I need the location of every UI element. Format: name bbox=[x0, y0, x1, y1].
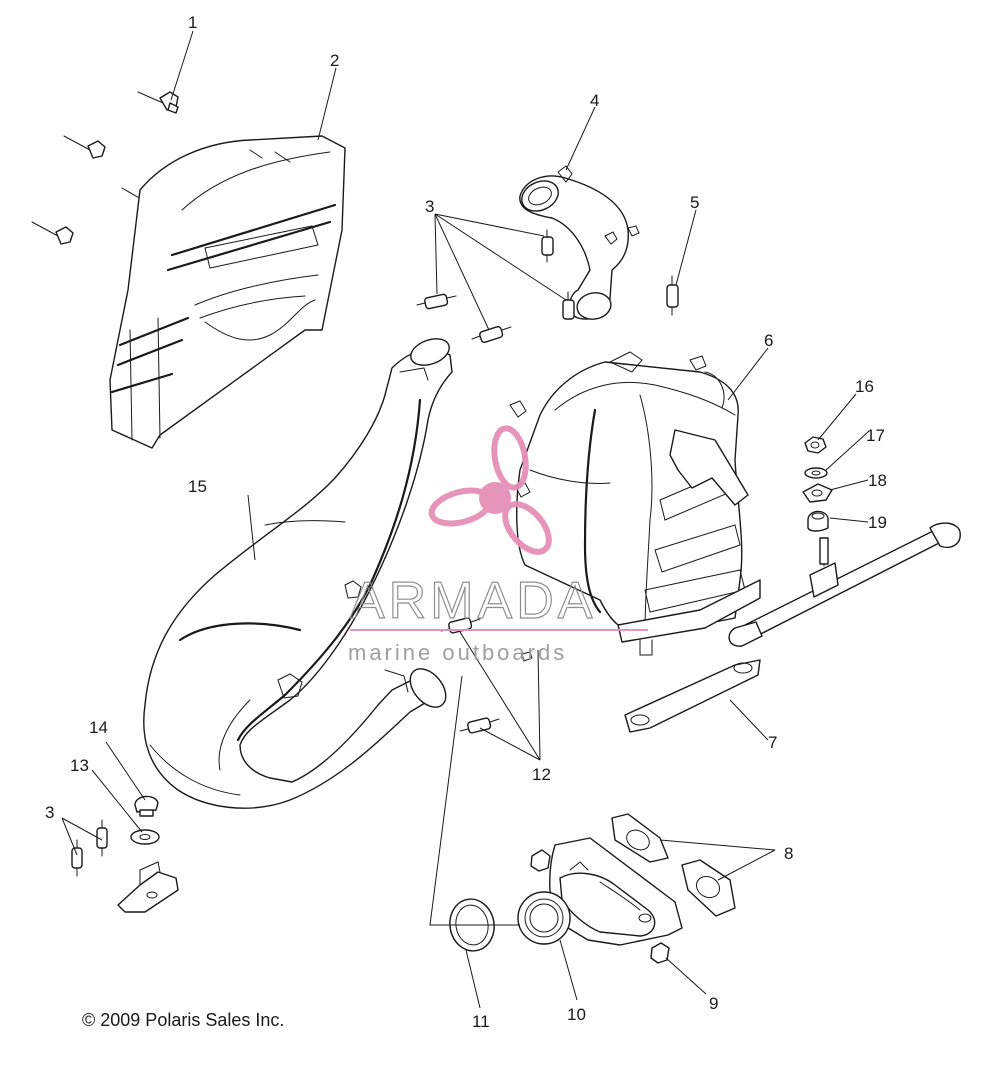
callout-19: 19 bbox=[868, 513, 887, 532]
spring-part-3-top bbox=[416, 229, 575, 344]
washer-part-13 bbox=[130, 829, 160, 845]
callout-13: 13 bbox=[70, 756, 89, 775]
callout-3-top: 3 bbox=[425, 197, 434, 216]
grommet-part-19 bbox=[807, 510, 829, 532]
plug-part-14 bbox=[134, 795, 159, 817]
callout-9: 9 bbox=[709, 994, 718, 1013]
spring-part-12 bbox=[440, 617, 533, 734]
spring-part-5 bbox=[666, 275, 679, 316]
mount-bracket-bottom-left bbox=[117, 861, 179, 913]
armada-watermark-logo: ARMADA marine outboards bbox=[348, 425, 648, 665]
callout-18: 18 bbox=[868, 471, 887, 490]
leader-lines bbox=[61, 30, 869, 1009]
watermark-brand: ARMADA bbox=[350, 572, 596, 630]
copyright-notice: © 2009 Polaris Sales Inc. bbox=[82, 1010, 284, 1030]
callout-5: 5 bbox=[690, 193, 699, 212]
callout-14: 14 bbox=[89, 718, 108, 737]
support-bar bbox=[728, 522, 961, 647]
callout-11: 11 bbox=[472, 1012, 490, 1031]
expansion-pipe-part-15 bbox=[143, 338, 453, 809]
callout-4: 4 bbox=[590, 91, 599, 110]
tail-pipe-part-4 bbox=[519, 165, 640, 320]
exhaust-manifold-part-10 bbox=[517, 837, 683, 946]
callout-10: 10 bbox=[567, 1005, 586, 1024]
bracket-plate-part-7 bbox=[624, 659, 761, 733]
callout-8: 8 bbox=[784, 844, 793, 863]
callout-16: 16 bbox=[855, 377, 874, 396]
callout-17: 17 bbox=[866, 426, 885, 445]
propeller-icon bbox=[428, 425, 552, 555]
callout-12: 12 bbox=[532, 765, 551, 784]
spring-part-3-bottom bbox=[71, 819, 108, 877]
watermark-tagline: marine outboards bbox=[348, 640, 567, 665]
gasket-part-8 bbox=[611, 813, 736, 917]
callout-1: 1 bbox=[188, 13, 197, 32]
callout-2: 2 bbox=[330, 51, 339, 70]
callout-15: 15 bbox=[188, 477, 207, 496]
washer-part-17 bbox=[804, 467, 828, 479]
silencer-part-6 bbox=[509, 351, 761, 656]
callout-6: 6 bbox=[764, 331, 773, 350]
callout-3-bottom: 3 bbox=[45, 803, 54, 822]
washer-part-18 bbox=[802, 483, 833, 503]
heat-shield-part-2 bbox=[109, 135, 346, 449]
stud-part-9 bbox=[530, 849, 670, 964]
hex-nut-part-16 bbox=[804, 436, 827, 454]
callout-labels: 1 2 3 4 5 6 7 8 9 10 11 12 13 14 15 16 1… bbox=[45, 13, 887, 1031]
callout-7: 7 bbox=[768, 733, 777, 752]
